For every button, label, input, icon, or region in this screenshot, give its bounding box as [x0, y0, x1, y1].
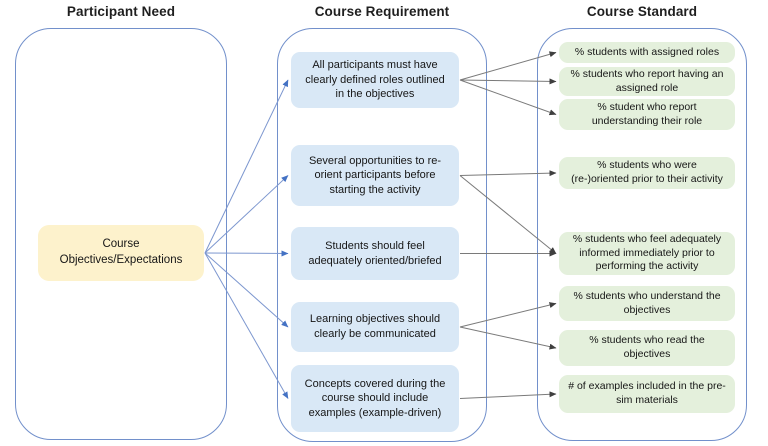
standard-box-4: % students who were (re-)oriented prior …	[559, 157, 735, 189]
column-title-course-standard: Course Standard	[586, 4, 698, 19]
requirement-box-2: Several opportunities to re-orient parti…	[291, 145, 459, 206]
standard-box-8: # of examples included in the pre-sim ma…	[559, 375, 735, 413]
need-box: Course Objectives/Expectations	[38, 225, 204, 281]
standard-box-3: % student who report understanding their…	[559, 99, 735, 130]
standard-box-1: % students with assigned roles	[559, 42, 735, 63]
requirement-box-3: Students should feel adequately oriented…	[291, 227, 459, 280]
requirement-box-1: All participants must have clearly defin…	[291, 52, 459, 108]
requirement-box-4: Learning objectives should clearly be co…	[291, 302, 459, 352]
standard-box-6: % students who understand the objectives	[559, 286, 735, 321]
standard-box-7: % students who read the objectives	[559, 330, 735, 366]
standard-box-5: % students who feel adequately informed …	[559, 232, 735, 275]
column-title-course-requirement: Course Requirement	[314, 4, 450, 19]
standard-box-2: % students who report having an assigned…	[559, 67, 735, 96]
requirement-box-5: Concepts covered during the course shoul…	[291, 365, 459, 432]
column-title-participant-need: Participant Need	[66, 4, 176, 19]
